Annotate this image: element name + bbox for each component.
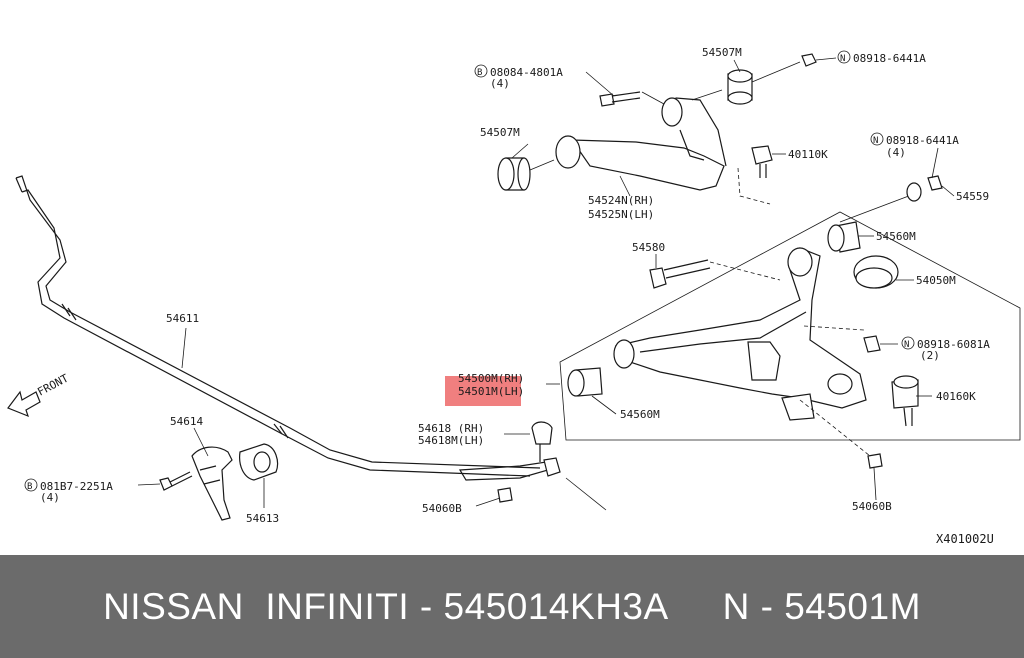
label-nut-right-qty: (4) xyxy=(886,146,906,159)
prefix-label: N xyxy=(722,585,750,627)
svg-text:N: N xyxy=(904,340,909,350)
link-nut-right xyxy=(799,399,883,469)
label-stabilizer: 54611 xyxy=(166,312,199,325)
label-nut-upper: 08918-6441A xyxy=(853,52,926,65)
parts-diagram: FRONT B 08084-4801A (4) 54507M N 08918-6… xyxy=(7,46,1021,546)
upper-control-arm xyxy=(555,97,727,191)
label-bush-lower-front: 54560M xyxy=(620,408,660,421)
label-upper-arm-lh: 54525N(LH) xyxy=(588,208,654,221)
label-bolt-upper: 08084-4801A xyxy=(490,66,563,79)
spacer xyxy=(669,586,723,628)
stabilizer-bar xyxy=(15,175,541,477)
part-number-banner: NISSAN INFINITI - 545014KH3A N - 54501M xyxy=(0,555,1024,658)
label-washer: 54559 xyxy=(956,190,989,203)
label-bolt-54580: 54580 xyxy=(632,241,665,254)
upper-bolt xyxy=(599,91,665,107)
bracket-bolt xyxy=(159,471,193,491)
front-label: FRONT xyxy=(35,371,71,398)
label-bush-lower-rear: 54560M xyxy=(876,230,916,243)
label-bracket: 54614 xyxy=(170,415,203,428)
label-ball-joint-upper: 40110K xyxy=(788,148,828,161)
circled-b-mark: B xyxy=(474,64,488,78)
upper-nut xyxy=(801,53,817,67)
svg-text:B: B xyxy=(27,482,32,492)
label-bush-upper-left: 54507M xyxy=(480,126,520,139)
upper-ball-joint xyxy=(737,145,773,205)
label-nut-link-right: 54060B xyxy=(852,500,892,513)
upper-bushing-right xyxy=(691,61,801,105)
bolt-54580 xyxy=(649,259,781,289)
label-nut-lower-qty: (2) xyxy=(920,349,940,362)
highlight-box xyxy=(445,376,521,406)
label-cap: 54050M xyxy=(916,274,956,287)
circled-b-mark: B xyxy=(24,478,38,492)
stabilizer-link xyxy=(458,421,607,511)
short-part-number: 54501M xyxy=(784,585,921,627)
link-nut-left xyxy=(497,487,513,503)
upper-bushing-left xyxy=(497,157,555,191)
lower-bushing-front xyxy=(567,367,603,397)
label-bolt-bracket: 081B7-2251A xyxy=(40,480,113,493)
brand-label: NISSAN INFINITI xyxy=(103,585,410,627)
stab-bushing xyxy=(239,443,279,481)
lower-control-arm xyxy=(613,247,867,421)
stab-bracket xyxy=(191,446,233,521)
separator: - xyxy=(749,585,785,627)
label-bolt-upper-qty: (4) xyxy=(490,77,510,90)
svg-text:N: N xyxy=(873,136,878,146)
label-lower-arm-lh: 54501M(LH) xyxy=(458,385,524,398)
svg-text:N: N xyxy=(840,54,845,64)
label-ball-joint-lower: 40160K xyxy=(936,390,976,403)
washer-54559 xyxy=(906,175,943,202)
svg-text:B: B xyxy=(477,68,482,78)
lower-nut xyxy=(803,325,881,353)
label-nut-right: 08918-6441A xyxy=(886,134,959,147)
circled-n-mark: N xyxy=(901,336,915,350)
label-nut-lower: 08918-6081A xyxy=(917,338,990,351)
separator: - xyxy=(409,585,444,627)
label-bolt-bracket-qty: (4) xyxy=(40,491,60,504)
cap-54050m xyxy=(853,255,899,289)
front-arrow: FRONT xyxy=(7,371,71,418)
circled-n-mark: N xyxy=(870,132,884,146)
lower-ball-joint xyxy=(891,375,919,427)
label-bush-stab: 54613 xyxy=(246,512,279,525)
circled-n-mark: N xyxy=(837,50,851,64)
lower-arm-box xyxy=(559,211,1021,441)
leader-lines xyxy=(137,57,955,508)
label-lower-arm-rh: 54500M(RH) xyxy=(458,372,524,385)
ref-code: X401002U xyxy=(936,532,994,546)
label-bush-upper-right: 54507M xyxy=(702,46,742,59)
part-number: 545014KH3A xyxy=(443,585,669,627)
label-link-rh: 54618 (RH) xyxy=(418,422,484,435)
label-link-lh: 54618M(LH) xyxy=(418,434,484,447)
lower-bushing-rear xyxy=(827,193,915,253)
label-upper-arm-rh: 54524N(RH) xyxy=(588,194,654,207)
label-nut-link-left: 54060B xyxy=(422,502,462,515)
